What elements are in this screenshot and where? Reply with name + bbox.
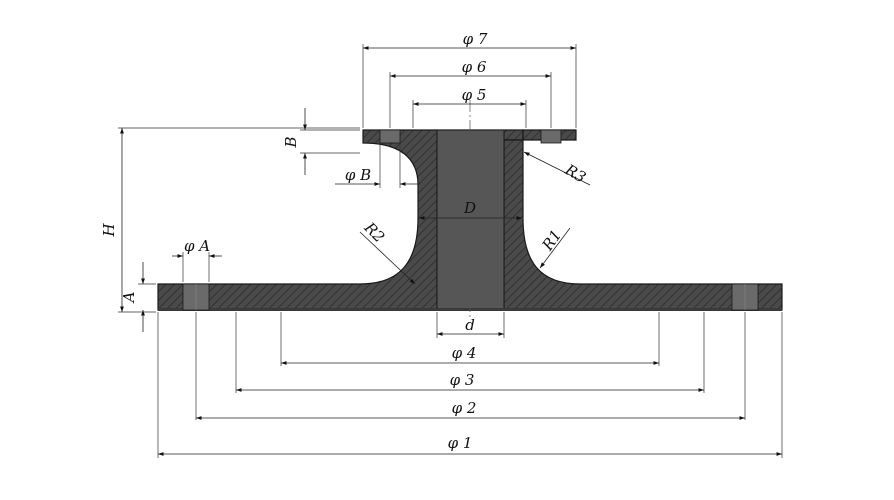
label-phi6: φ 6	[462, 58, 487, 76]
label-d: d	[465, 316, 475, 334]
label-phi4: φ 4	[452, 344, 477, 362]
bore	[436, 129, 505, 311]
label-A: A	[120, 291, 138, 304]
label-R2: R2	[360, 218, 388, 246]
extension-lines	[118, 44, 783, 458]
label-R1: R1	[538, 226, 565, 254]
right-section	[503, 129, 783, 311]
label-phi7: φ 7	[463, 30, 488, 48]
base-bolt-holes	[182, 283, 759, 311]
label-phi5: φ 5	[462, 86, 487, 104]
label-H: H	[100, 223, 118, 238]
label-B: B	[282, 136, 300, 148]
label-phiB: φ B	[345, 166, 371, 184]
dimension-lines	[120, 46, 782, 456]
label-phi3: φ 3	[450, 371, 475, 389]
label-phi2: φ 2	[452, 399, 477, 417]
label-phi1: φ 1	[448, 434, 473, 452]
label-D: D	[463, 199, 476, 217]
label-phiA: φ A	[184, 237, 210, 255]
left-section	[157, 129, 524, 311]
top-bolt-holes	[379, 129, 562, 144]
